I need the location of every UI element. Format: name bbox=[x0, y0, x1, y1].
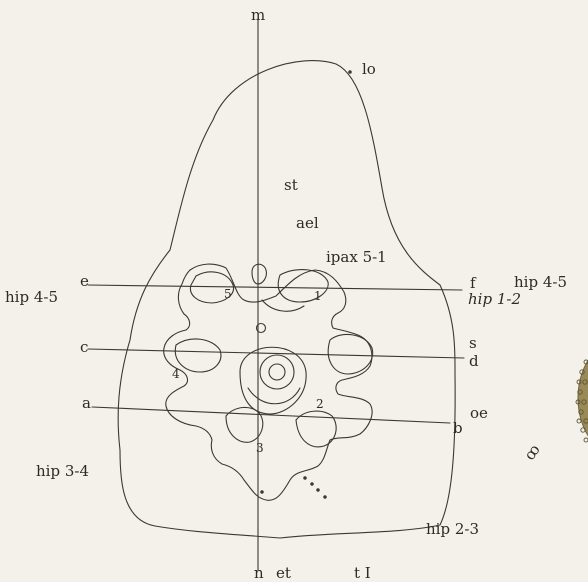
label-s: s bbox=[469, 336, 477, 351]
dot-mark bbox=[317, 489, 319, 491]
dot-mark bbox=[324, 496, 326, 498]
label-t1: t I bbox=[354, 566, 371, 581]
label-n: n bbox=[254, 566, 264, 581]
dot-mark bbox=[311, 483, 313, 485]
lobe-3-left bbox=[226, 407, 263, 442]
adjacent-specimen bbox=[576, 340, 588, 456]
peristome-inner-arc bbox=[248, 388, 300, 404]
dot-mark bbox=[349, 71, 351, 73]
label-a: a bbox=[82, 396, 91, 411]
label-num4: 4 bbox=[172, 368, 180, 380]
label-c: c bbox=[80, 340, 88, 355]
label-e: e bbox=[80, 274, 89, 289]
label-ael: ael bbox=[296, 216, 319, 231]
label-hip12: hip 1-2 bbox=[468, 292, 521, 307]
label-hip45-right: hip 4-5 bbox=[514, 275, 567, 290]
mouth-ring bbox=[260, 355, 294, 389]
label-hip34: hip 3-4 bbox=[36, 464, 89, 479]
label-oe: oe bbox=[470, 406, 488, 421]
mouth-center bbox=[269, 364, 285, 380]
label-et: et bbox=[276, 566, 291, 581]
label-st: st bbox=[284, 178, 298, 193]
line-c-d bbox=[88, 349, 464, 358]
label-hip23: hip 2-3 bbox=[426, 522, 479, 537]
label-num1: 1 bbox=[314, 290, 322, 302]
top-knob bbox=[252, 264, 266, 284]
label-num5: 5 bbox=[224, 288, 232, 300]
label-hip45-left: hip 4-5 bbox=[5, 290, 58, 305]
label-ipax: ipax 5-1 bbox=[326, 250, 387, 265]
label-num2: 2 bbox=[316, 398, 324, 410]
label-b: b bbox=[453, 421, 463, 436]
lobe-right bbox=[328, 334, 372, 374]
label-m: m bbox=[251, 8, 265, 23]
label-d: d bbox=[469, 354, 479, 369]
line-e-f bbox=[88, 285, 462, 290]
label-f: f bbox=[470, 276, 476, 291]
dot-mark bbox=[261, 491, 263, 493]
lobe-4 bbox=[175, 339, 221, 372]
dot-mark bbox=[304, 477, 306, 479]
label-num3: 3 bbox=[256, 442, 264, 454]
label-lo: lo bbox=[362, 62, 376, 77]
arm-complex-outline bbox=[164, 264, 372, 500]
line-a-b bbox=[92, 407, 450, 423]
